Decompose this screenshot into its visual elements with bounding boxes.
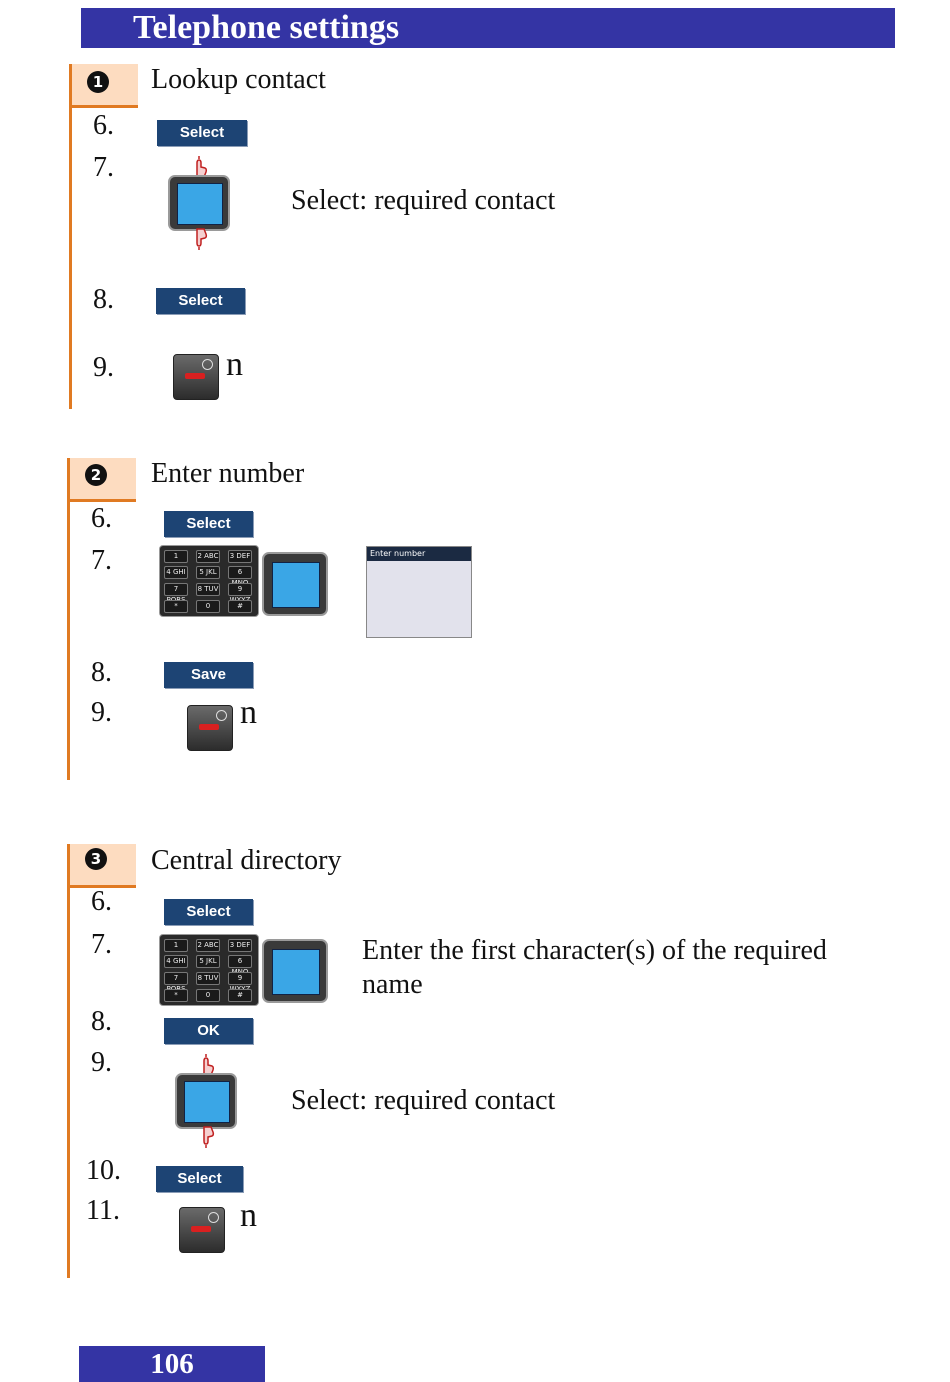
- end-call-key-icon[interactable]: [179, 1207, 225, 1253]
- step-number: 11.: [86, 1195, 120, 1226]
- navigation-pad-icon: [262, 552, 328, 616]
- step-instruction: Select: required contact: [291, 1085, 556, 1116]
- section-3-tab: 3: [70, 844, 136, 888]
- press-suffix: n: [240, 1197, 257, 1234]
- section-2-title: Enter number: [151, 458, 305, 489]
- keypad-key: 0: [196, 989, 220, 1002]
- step-number: 7.: [91, 545, 112, 576]
- keypad-key: 9 WXYZ: [228, 972, 252, 993]
- step-instruction: Enter the first character(s) of the requ…: [362, 935, 827, 1000]
- keypad-key: 2 ABC: [196, 939, 220, 952]
- select-softkey[interactable]: Select: [164, 899, 253, 925]
- section-1-rule: [69, 64, 72, 409]
- select-softkey[interactable]: Select: [156, 288, 245, 314]
- keypad-key: 6 MNO: [228, 566, 252, 587]
- section-3-rule: [67, 844, 70, 1278]
- phone-display: Enter number: [366, 546, 472, 638]
- keypad-key: 1: [164, 550, 188, 563]
- keypad-key: 1: [164, 939, 188, 952]
- step-number: 6.: [91, 503, 112, 534]
- section-2-badge: 2: [85, 464, 107, 486]
- keypad-key: #: [228, 989, 252, 1002]
- keypad-key: 9 WXYZ: [228, 583, 252, 604]
- page-number-bar: 106: [79, 1346, 265, 1382]
- section-3-badge: 3: [85, 848, 107, 870]
- keypad-key: #: [228, 600, 252, 613]
- select-softkey[interactable]: Select: [164, 511, 253, 537]
- section-1-title: Lookup contact: [151, 64, 326, 95]
- step-number: 7.: [91, 929, 112, 960]
- keypad-key: 3 DEF: [228, 550, 252, 563]
- numeric-keypad-icon: 1 2 ABC 3 DEF 4 GHI 5 JKL 6 MNO 7 PQRS 8…: [159, 934, 259, 1006]
- keypad-key: 2 ABC: [196, 550, 220, 563]
- navigation-screen: [168, 175, 230, 231]
- section-2-tab: 2: [70, 458, 136, 502]
- select-softkey[interactable]: Select: [157, 120, 247, 146]
- pointing-hand-icon: [196, 156, 208, 178]
- header-bar: Telephone settings: [81, 8, 895, 48]
- keypad-key: 7 PQRS: [164, 583, 188, 604]
- step-number: 10.: [86, 1155, 121, 1186]
- section-1-tab: 1: [72, 64, 138, 108]
- section-2-rule: [67, 458, 70, 780]
- step-number: 8.: [91, 657, 112, 688]
- navigation-screen: [175, 1073, 237, 1129]
- step-number: 6.: [93, 110, 114, 141]
- keypad-key: 6 MNO: [228, 955, 252, 976]
- ok-softkey[interactable]: OK: [164, 1018, 253, 1044]
- save-softkey[interactable]: Save: [164, 662, 253, 688]
- keypad-key: 5 JKL: [196, 566, 220, 579]
- keypad-key: 8 TUV: [196, 972, 220, 985]
- navigation-pad-icon: [175, 1053, 241, 1149]
- section-1-badge: 1: [87, 71, 109, 93]
- keypad-key: 7 PQRS: [164, 972, 188, 993]
- keypad-key: 8 TUV: [196, 583, 220, 596]
- page-title: Telephone settings: [133, 9, 400, 46]
- keypad-key: 5 JKL: [196, 955, 220, 968]
- press-suffix: n: [240, 694, 257, 731]
- step-instruction: Select: required contact: [291, 185, 556, 216]
- step-number: 8.: [91, 1006, 112, 1037]
- step-number: 7.: [93, 152, 114, 183]
- page-number: 106: [150, 1348, 194, 1380]
- navigation-pad-icon: [168, 155, 234, 251]
- step-number: 9.: [93, 352, 114, 383]
- numeric-keypad-icon: 1 2 ABC 3 DEF 4 GHI 5 JKL 6 MNO 7 PQRS 8…: [159, 545, 259, 617]
- step-number: 9.: [91, 697, 112, 728]
- end-call-key-icon[interactable]: [173, 354, 219, 400]
- keypad-key: 4 GHI: [164, 566, 188, 579]
- select-softkey[interactable]: Select: [156, 1166, 243, 1192]
- step-number: 6.: [91, 886, 112, 917]
- step-number: 8.: [93, 284, 114, 315]
- pointing-hand-icon: [203, 1054, 215, 1076]
- press-suffix: n: [226, 346, 243, 383]
- keypad-key: *: [164, 989, 188, 1002]
- step-number: 9.: [91, 1047, 112, 1078]
- pointing-hand-icon: [196, 228, 208, 250]
- display-title: Enter number: [367, 547, 471, 561]
- keypad-key: 0: [196, 600, 220, 613]
- keypad-key: 4 GHI: [164, 955, 188, 968]
- pointing-hand-icon: [203, 1126, 215, 1148]
- navigation-pad-icon: [262, 939, 328, 1003]
- end-call-key-icon[interactable]: [187, 705, 233, 751]
- section-3-title: Central directory: [151, 845, 342, 876]
- keypad-key: *: [164, 600, 188, 613]
- keypad-key: 3 DEF: [228, 939, 252, 952]
